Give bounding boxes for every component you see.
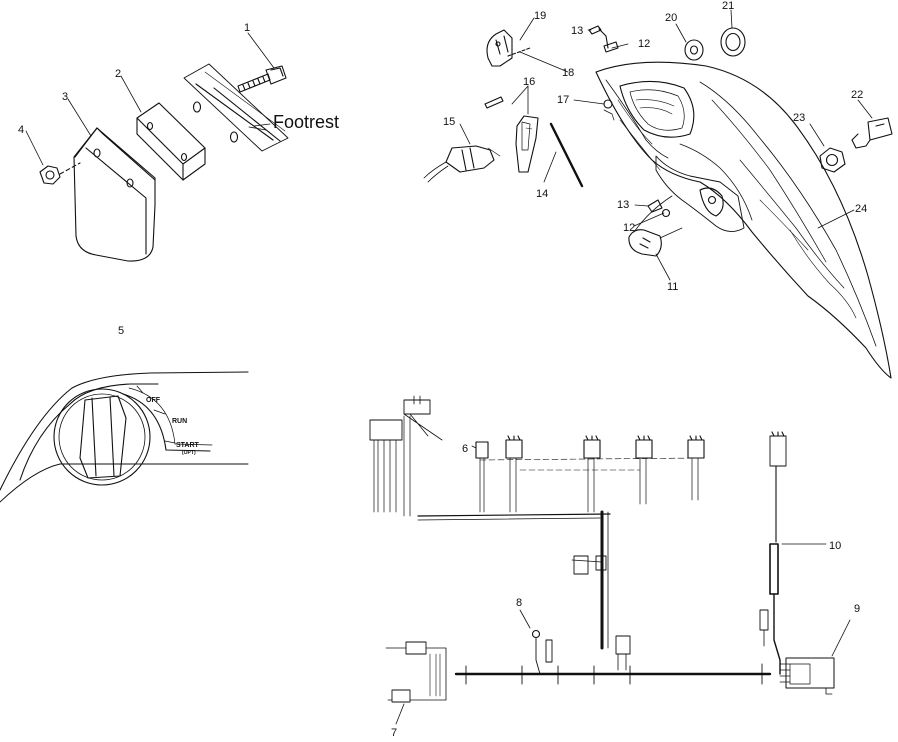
harness-connector <box>635 435 653 505</box>
callout-14: 14 <box>536 188 548 200</box>
wiring-harness <box>369 395 851 725</box>
harness-connector <box>475 441 489 513</box>
callout-16: 16 <box>523 76 535 88</box>
callout-13-top: 13 <box>571 25 583 37</box>
bolt-part <box>237 65 287 93</box>
callout-3: 3 <box>62 91 68 103</box>
housing-small-parts <box>423 9 893 281</box>
callout-8: 8 <box>516 597 522 609</box>
callout-21: 21 <box>722 0 734 12</box>
rear-fender-housing <box>595 61 892 379</box>
callout-4: 4 <box>18 124 24 136</box>
callout-15: 15 <box>443 116 455 128</box>
callout-24: 24 <box>855 203 867 215</box>
callout-7: 7 <box>391 727 397 737</box>
footrest-pad <box>73 127 156 262</box>
footrest-label: Footrest <box>273 112 339 132</box>
callout-1: 1 <box>244 22 250 34</box>
harness-connector <box>505 435 523 513</box>
callout-12-bottom: 12 <box>623 222 635 234</box>
harness-connector <box>583 435 601 513</box>
footrest-plate <box>183 63 289 152</box>
callout-9: 9 <box>854 603 860 615</box>
footrest-assembly <box>25 32 289 262</box>
ignition-switch-panel <box>0 371 249 503</box>
washer-part <box>229 131 239 143</box>
callout-19: 19 <box>534 10 546 22</box>
callout-17: 17 <box>557 94 569 106</box>
harness-connector <box>687 435 705 501</box>
callout-2: 2 <box>115 68 121 80</box>
switch-opt-label: (OPT) <box>182 450 196 456</box>
switch-off-label: OFF <box>146 397 161 404</box>
callout-6: 6 <box>462 443 468 455</box>
callout-13-bottom: 13 <box>617 199 629 211</box>
callout-10: 10 <box>829 540 841 552</box>
callout-22: 22 <box>851 89 863 101</box>
nut-part <box>39 162 81 185</box>
spacer-block <box>136 102 206 181</box>
callout-23: 23 <box>793 112 805 124</box>
callout-12-top: 12 <box>638 38 650 50</box>
callout-20: 20 <box>665 12 677 24</box>
switch-start-label: START <box>176 442 200 449</box>
washer-part <box>192 101 202 113</box>
callout-11: 11 <box>667 281 678 293</box>
callout-18: 18 <box>562 67 574 79</box>
switch-run-label: RUN <box>172 418 187 425</box>
callout-5: 5 <box>118 325 124 337</box>
